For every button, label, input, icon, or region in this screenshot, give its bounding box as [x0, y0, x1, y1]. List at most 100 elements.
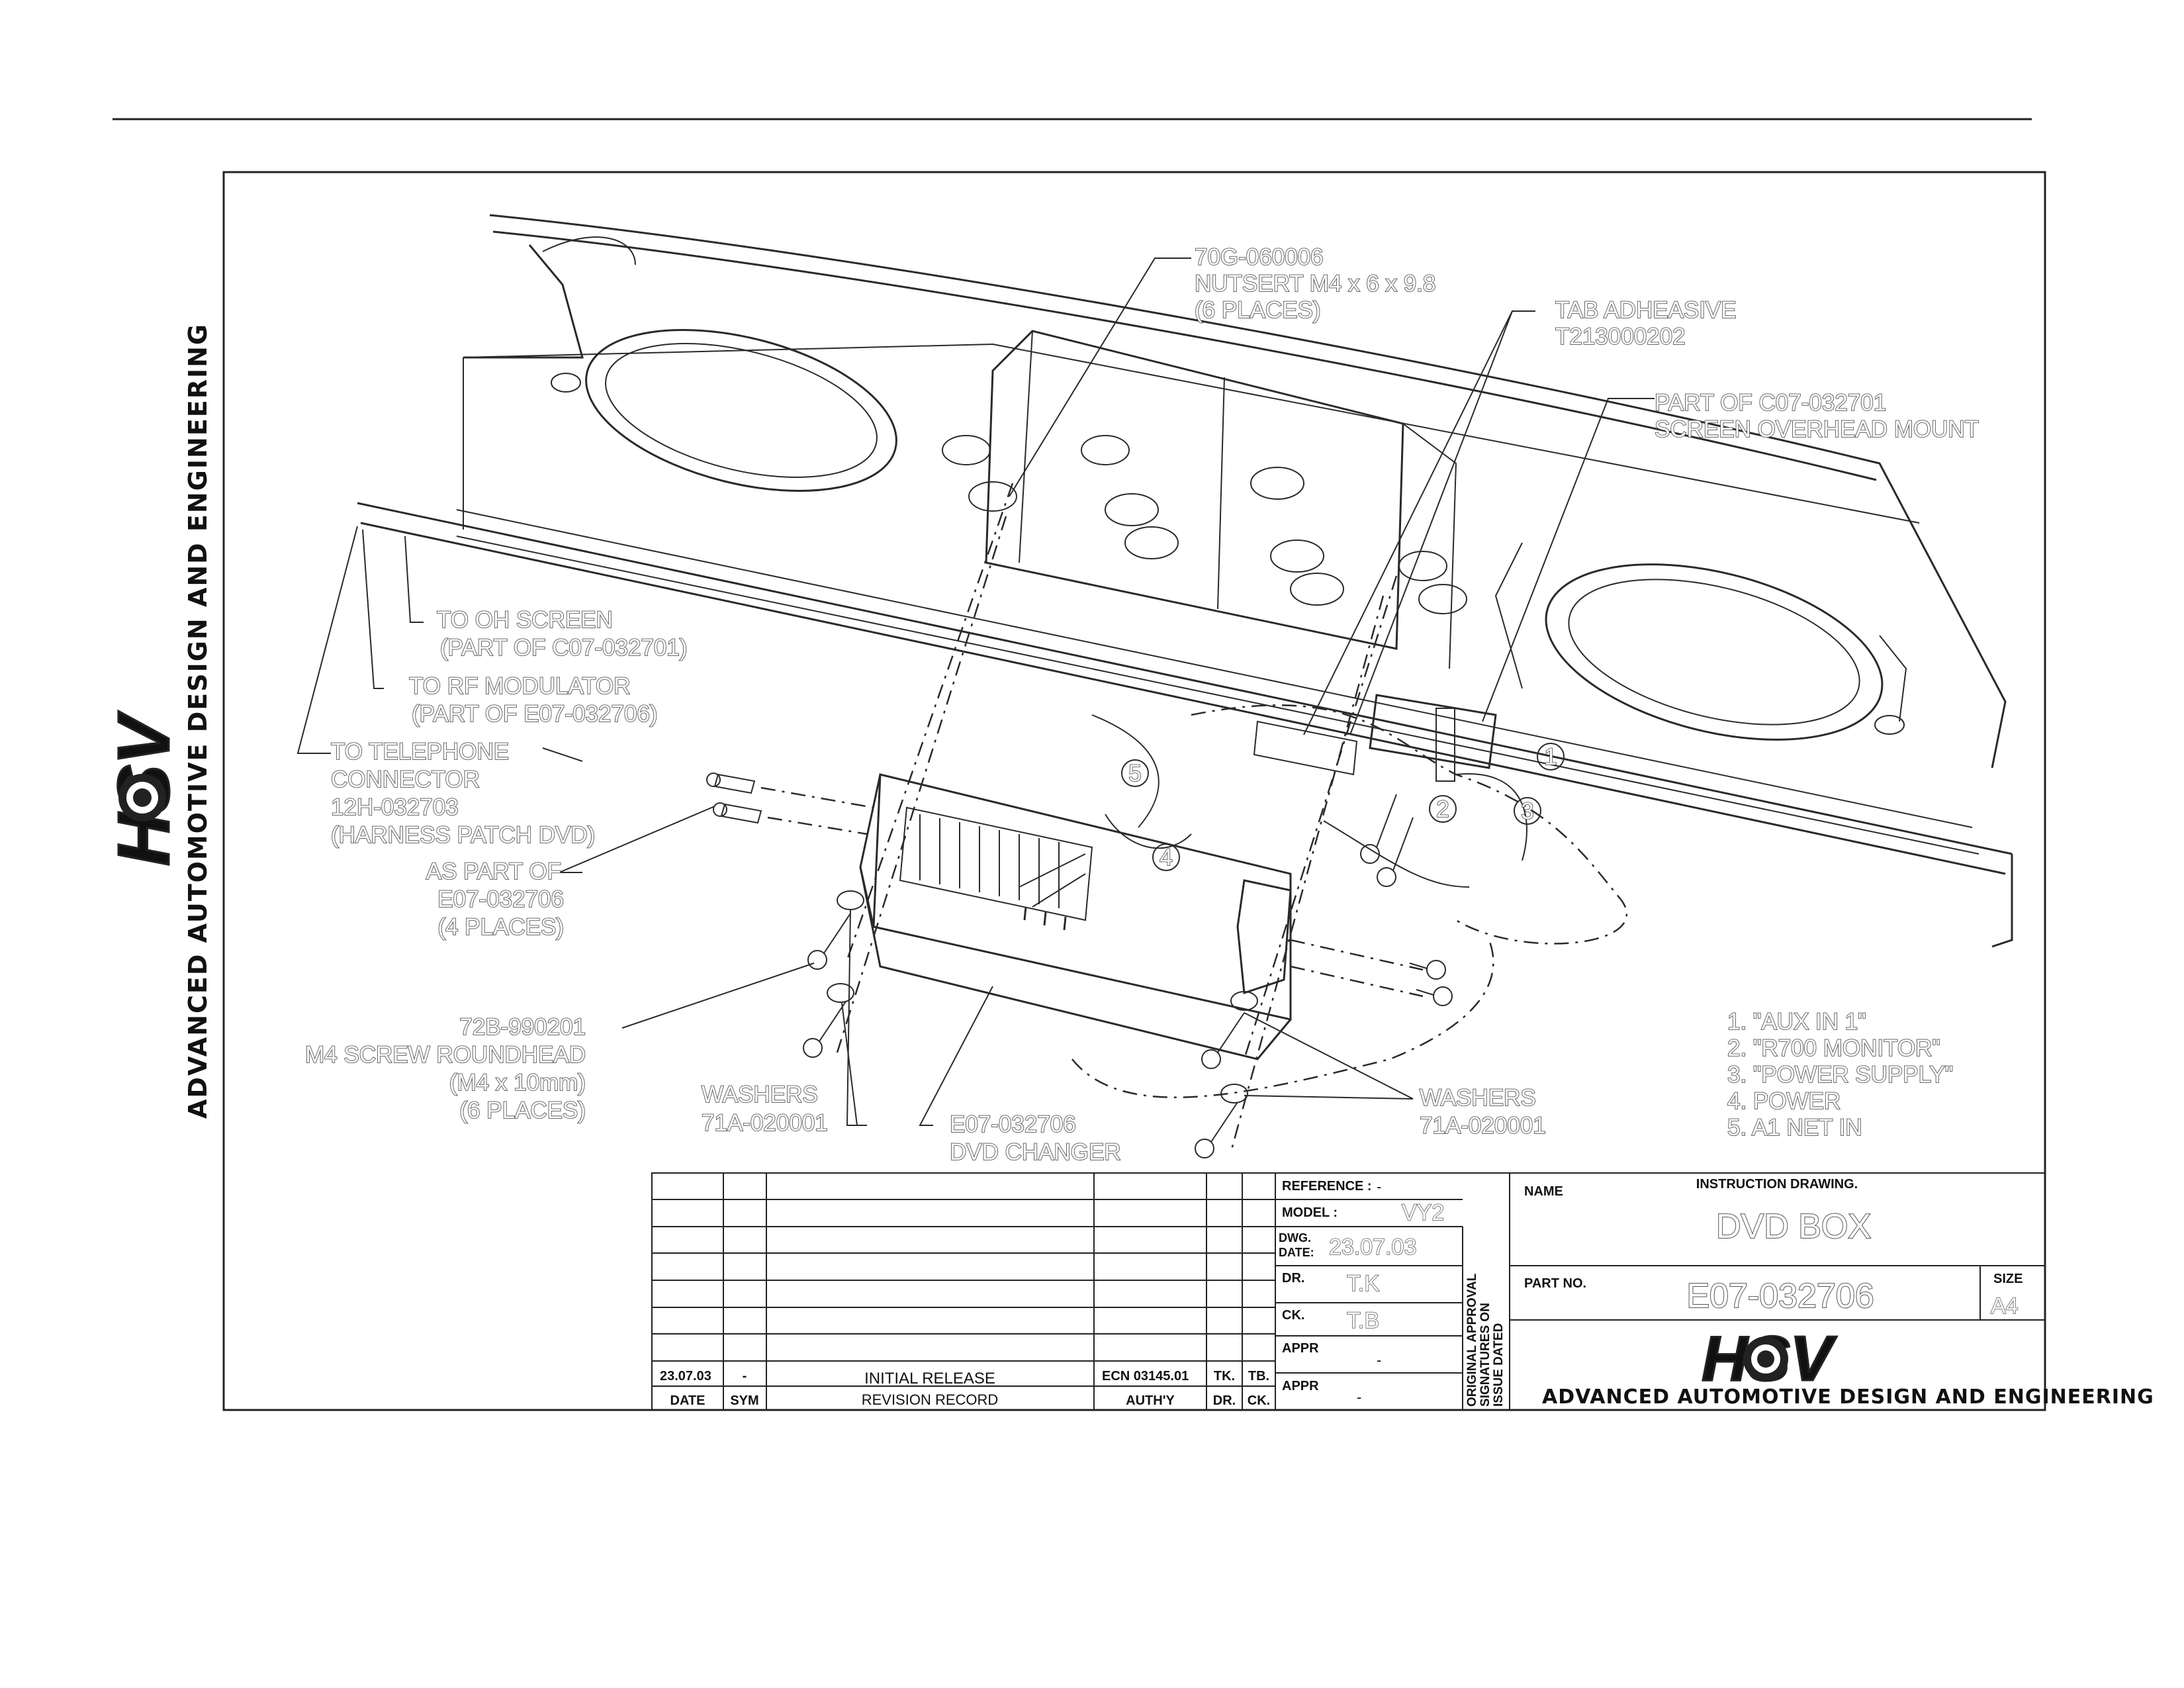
svg-text:WASHERS: WASHERS	[1420, 1085, 1536, 1111]
revision-dr: TK.	[1214, 1369, 1235, 1383]
appr2-value: -	[1357, 1389, 1361, 1405]
washer-icon	[1230, 991, 1258, 1011]
dr-value: T.K	[1347, 1271, 1379, 1296]
screw-icon	[807, 913, 851, 970]
side-branding: HSV ADVANCED AUTOMOTIVE DESIGN AND ENGIN…	[103, 323, 213, 1119]
disc-slot	[899, 806, 1093, 921]
ck-value: T.B	[1347, 1308, 1379, 1333]
dwg-date-label-1: DWG.	[1279, 1231, 1311, 1244]
screw-icon	[1360, 794, 1397, 864]
part-no-value: E07-032706	[1686, 1277, 1874, 1315]
callout-tab-adhesive-part: T213000202	[1555, 324, 1686, 350]
svg-text:DVD CHANGER: DVD CHANGER	[950, 1139, 1121, 1165]
revision-row: 23.07.03 - INITIAL RELEASE ECN 03145.01 …	[660, 1369, 1269, 1387]
company-name: ADVANCED AUTOMOTIVE DESIGN AND ENGINEERI…	[1542, 1385, 2154, 1409]
callout-nutsert-desc: NUTSERT M4 x 6 x 9.8	[1195, 271, 1435, 297]
svg-text:4: 4	[1160, 845, 1172, 870]
name-sub: INSTRUCTION DRAWING.	[1696, 1177, 1858, 1192]
svg-text:M4 SCREW ROUNDHEAD: M4 SCREW ROUNDHEAD	[305, 1042, 586, 1068]
screw-icon	[1416, 986, 1453, 1006]
svg-text:(4 PLACES): (4 PLACES)	[437, 914, 564, 940]
revision-date: 23.07.03	[660, 1369, 711, 1383]
title-block-logo: HSV	[1701, 1323, 1838, 1395]
svg-text:12H-032703: 12H-032703	[331, 794, 459, 820]
svg-text:(6 PLACES): (6 PLACES)	[459, 1098, 586, 1123]
screw-icon	[1409, 960, 1446, 980]
balloon-3: 3	[1514, 797, 1541, 825]
revision-headers: DATE SYM REVISION RECORD AUTH'Y DR. CK.	[670, 1391, 1271, 1408]
washer-icon	[1220, 1084, 1248, 1103]
svg-text:71A-020001: 71A-020001	[702, 1110, 828, 1136]
size-label: SIZE	[1993, 1272, 2023, 1286]
revision-sym: -	[743, 1369, 747, 1383]
svg-text:(HARNESS PATCH DVD): (HARNESS PATCH DVD)	[331, 822, 595, 848]
screw-icon	[803, 1001, 846, 1058]
svg-text:E07-032706: E07-032706	[950, 1111, 1076, 1137]
svg-text:SIGNATURES ON: SIGNATURES ON	[1479, 1303, 1492, 1407]
legend-item-4: 4. POWER	[1727, 1088, 1841, 1114]
svg-text:CK.: CK.	[1248, 1393, 1270, 1408]
approval-note: ORIGINAL APPROVAL SIGNATURES ON ISSUE DA…	[1465, 1273, 1506, 1407]
part-no-label: PART NO.	[1524, 1276, 1586, 1291]
callout-dvd-changer: E07-032706 DVD CHANGER	[949, 1111, 1121, 1166]
legend-item-3: 3. "POWER SUPPLY"	[1727, 1062, 1953, 1088]
title-block: 23.07.03 - INITIAL RELEASE ECN 03145.01 …	[651, 1172, 2154, 1411]
ports	[942, 435, 1467, 614]
callout-nutsert-part: 70G-060006	[1195, 244, 1324, 270]
dwg-date-value: 23.07.03	[1329, 1235, 1416, 1260]
callout-telephone: TO TELEPHONE CONNECTOR 12H-032703 (HARNE…	[330, 738, 596, 849]
appr-label: APPR	[1282, 1341, 1319, 1356]
svg-text:72B-990201: 72B-990201	[459, 1014, 586, 1040]
side-tagline: ADVANCED AUTOMOTIVE DESIGN AND ENGINEERI…	[183, 323, 212, 1119]
washers	[827, 890, 1258, 1103]
svg-text:TO OH SCREEN: TO OH SCREEN	[437, 607, 613, 633]
side-logo: HSV	[103, 710, 186, 867]
name-value: DVD BOX	[1716, 1207, 1871, 1246]
legend-item-1: 1. "AUX IN 1"	[1727, 1009, 1866, 1035]
svg-text:3: 3	[1521, 798, 1533, 824]
dr-label: DR.	[1282, 1271, 1304, 1286]
screw-icon	[1195, 1102, 1238, 1158]
model-value: VY2	[1402, 1200, 1444, 1225]
svg-text:ISSUE DATED: ISSUE DATED	[1492, 1323, 1506, 1407]
leader-lines	[296, 258, 1655, 1126]
svg-text:2: 2	[1436, 796, 1449, 822]
appr2-label: APPR	[1282, 1379, 1319, 1393]
appr-value: -	[1377, 1352, 1381, 1368]
svg-text:TO TELEPHONE: TO TELEPHONE	[331, 739, 509, 765]
callout-washers-right: WASHERS 71A-020001	[1419, 1084, 1547, 1139]
right-speaker-outline	[1545, 563, 1884, 741]
washer-icon	[827, 983, 854, 1003]
legend-item-2: 2. "R700 MONITOR"	[1727, 1035, 1940, 1061]
size-value: A4	[1991, 1293, 2019, 1319]
reference-value: -	[1377, 1178, 1381, 1195]
callout-screw: 72B-990201 M4 SCREW ROUNDHEAD (M4 x 10mm…	[304, 1013, 586, 1124]
callout-rf-modulator: TO RF MODULATOR (PART OF E07-032706)	[408, 673, 658, 727]
svg-text:(M4 x 10mm): (M4 x 10mm)	[449, 1070, 586, 1096]
screw-icon	[713, 802, 762, 824]
svg-text:REVISION RECORD: REVISION RECORD	[862, 1391, 999, 1408]
dwg-date-label-2: DATE:	[1279, 1246, 1314, 1259]
callout-overhead-mount-part: PART OF C07-032701	[1655, 390, 1886, 416]
svg-text:1: 1	[1544, 744, 1557, 770]
svg-text:E07-032706: E07-032706	[437, 886, 564, 912]
svg-text:(PART OF C07-032701): (PART OF C07-032701)	[440, 635, 688, 661]
callout-overhead-mount: PART OF C07-032701 SCREEN OVERHEAD MOUNT	[1654, 389, 1979, 443]
assembly-lines	[760, 483, 1628, 1152]
legend-item-5: 5. A1 NET IN	[1727, 1115, 1862, 1141]
svg-text:WASHERS: WASHERS	[702, 1082, 818, 1107]
svg-text:ORIGINAL APPROVAL: ORIGINAL APPROVAL	[1465, 1273, 1479, 1407]
dvd-changer-box	[859, 773, 1292, 1060]
screw-icon	[1201, 1012, 1245, 1069]
washer-icon	[837, 890, 864, 910]
connector-balloons: 1 2 3 4 5	[1121, 743, 1565, 871]
svg-text:5: 5	[1128, 761, 1141, 786]
connector-legend: 1. "AUX IN 1" 2. "R700 MONITOR" 3. "POWE…	[1727, 1008, 1954, 1141]
callout-oh-screen: TO OH SCREEN (PART OF C07-032701)	[436, 606, 688, 661]
svg-text:AS PART OF: AS PART OF	[426, 859, 561, 884]
balloon-4: 4	[1152, 843, 1180, 871]
model-label: MODEL :	[1282, 1205, 1338, 1220]
svg-text:AUTH'Y: AUTH'Y	[1126, 1393, 1175, 1408]
callout-tab-adhesive-title: TAB ADHEASIVE	[1555, 297, 1737, 323]
balloon-1: 1	[1537, 743, 1565, 771]
